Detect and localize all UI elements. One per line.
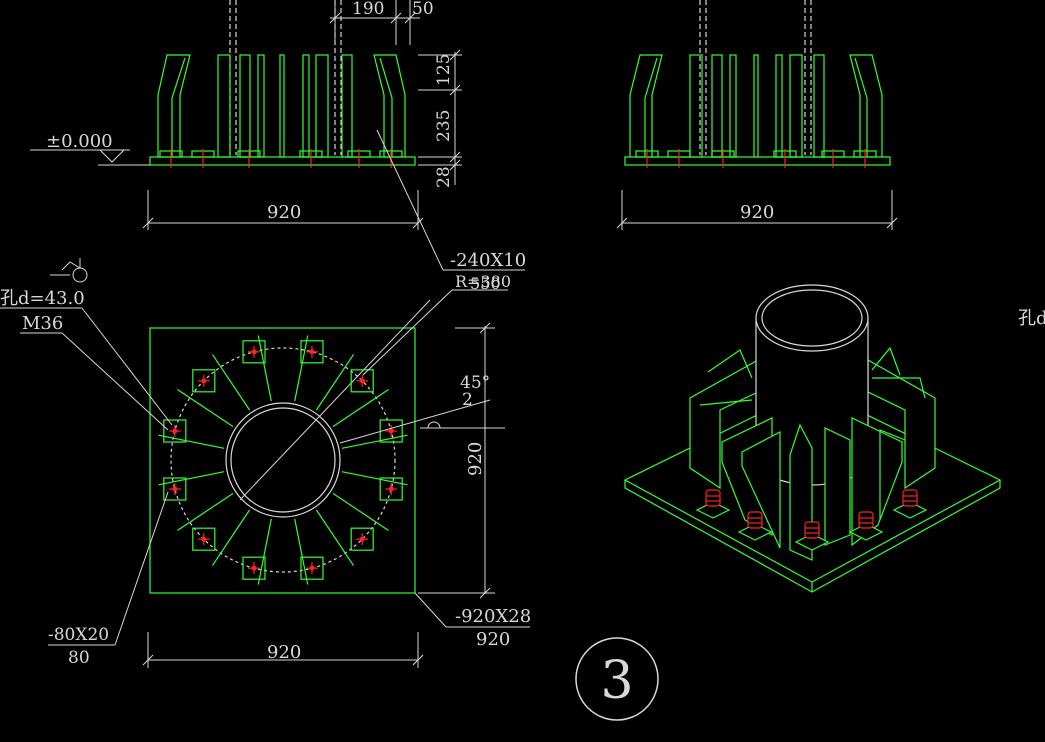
anchor-bolt [242,556,266,580]
bolts-elevation [170,149,392,168]
elevation-left [149,0,416,168]
plate-sub-label: 920 [476,629,510,650]
elevation-top-dim-2: 50 [412,0,434,19]
rib-plan [341,471,408,486]
anchor-bolt [379,477,403,501]
rib-elevation [239,54,251,158]
iso-anchor-bolt [892,489,928,519]
base-plate-plan [149,327,416,594]
plan-width-dim: 920 [267,642,301,663]
rib-elevation [257,54,265,158]
rib-elevation [171,57,186,157]
anchor-bolt [163,419,187,443]
iso-cut-label: 孔d [1018,308,1045,329]
rib-plan [332,492,389,532]
rib-plan [177,492,234,532]
iso-anchor-bolt [737,511,773,541]
plan-bolts [163,340,403,580]
rib-plan [315,509,355,566]
rib-plan [158,434,225,449]
anchor-bolt [163,477,187,501]
plan-ribs [158,335,408,585]
angle-sub-label: 2 [462,390,473,410]
column-hidden-lines [229,0,342,155]
base-plate-elevation [149,156,416,166]
iso-anchor-bolt [848,511,884,541]
radius-overlap-label: 550 [470,274,501,293]
rib-elevation [217,54,231,158]
elevation-vdim-2: 235 [434,110,454,142]
bolt-circle [170,347,396,573]
column-outer [225,402,341,518]
angle-label: 45° [460,373,490,393]
elevation-right-dims [616,190,898,230]
rib-plan [332,388,389,428]
anchor-bolt [192,369,216,393]
detail-marker: 3 [575,637,659,721]
column-inner [230,407,336,513]
elevation-right [624,0,891,168]
elevation-width-dim: 920 [267,202,301,223]
iso-anchor-bolt [794,521,830,551]
plate-label: -920X28 [455,606,531,627]
iso-anchor-bolt [695,489,731,519]
anchor-bolt [242,340,266,364]
rib-elevation [157,54,191,157]
rib-plan [341,434,408,449]
rib-plan [211,354,251,411]
rib-elevation [302,54,310,158]
rib-elevation [373,54,406,157]
plan-height-dim: 920 [465,442,486,476]
washer-label: -80X20 [48,625,109,645]
elevation-right-width-dim: 920 [740,202,774,223]
rib-plan [294,518,309,585]
anchor-bolt [350,369,374,393]
iso-bolts [695,489,928,551]
rib-elevation [279,54,285,158]
rib-plate-label: -240X10 [450,250,526,271]
bolt-washers-elevation [159,150,403,158]
rib-elevation [379,57,393,157]
rib-plan [177,388,234,428]
radius-label: R=380 [455,272,511,291]
hole-label: 孔d=43.0 [0,288,85,309]
elevation-top-dim-1: 190 [352,0,384,19]
rib-plan [158,471,225,486]
anchor-bolt [300,340,324,364]
elevation-vdim-3: 28 [434,166,454,188]
elevation-vdim-1: 125 [434,54,454,86]
plan-view [149,299,431,594]
anchor-bolt [300,556,324,580]
anchor-bolt [192,527,216,551]
rib-elevation [315,54,329,158]
rib-plan [211,509,251,566]
detail-number: 3 [600,651,633,711]
elevation-left-dims [30,0,462,230]
rib-elevation [341,54,353,158]
rib-plan [294,335,309,402]
rib-plan [257,518,272,585]
washer-sub-label: 80 [68,648,90,668]
rib-plan [257,335,272,402]
anchor-bolt [350,527,374,551]
plan-dims [0,129,530,668]
iso-view [623,284,1002,593]
bolt-label: M36 [22,313,63,334]
elevation-level-label: ±0.000 [46,131,113,152]
rib-plan [315,354,355,411]
